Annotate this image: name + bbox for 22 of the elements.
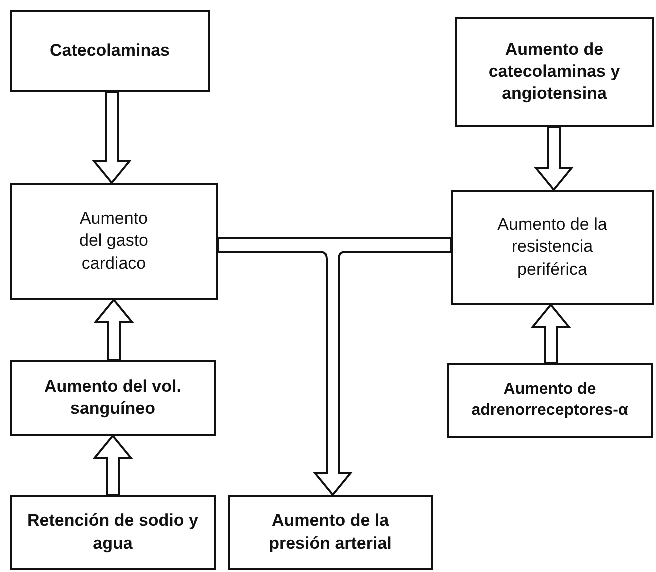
- process-box: [228, 495, 433, 570]
- box-text: Catecolaminas: [50, 40, 170, 62]
- hollow-arrow: [94, 298, 134, 361]
- box-text: Aumento de catecolaminas y angiotensina: [488, 38, 620, 106]
- hollow-arrow: [534, 126, 574, 192]
- box-text: Aumento de adrenorreceptores-α: [470, 380, 630, 420]
- box-text: Retención de sodio y agua: [27, 510, 199, 555]
- hollow-arrow: [92, 434, 134, 496]
- box-text: Aumento del gasto cardiaco: [78, 208, 150, 275]
- hollow-arrow: [530, 303, 572, 364]
- box-text: Aumento de la resistencia periférica: [496, 214, 608, 281]
- box-text: Aumento del vol. sanguíneo: [44, 376, 182, 420]
- process-box: [455, 17, 654, 127]
- process-box: [10, 10, 210, 92]
- hollow-arrow: [217, 237, 452, 496]
- process-box: [10, 360, 216, 436]
- process-box: [447, 363, 653, 438]
- process-box: [10, 183, 218, 300]
- hollow-arrow: [92, 91, 132, 185]
- process-box: [10, 495, 216, 570]
- box-text: Aumento de la presión arterial: [268, 510, 393, 554]
- process-box: [451, 190, 654, 305]
